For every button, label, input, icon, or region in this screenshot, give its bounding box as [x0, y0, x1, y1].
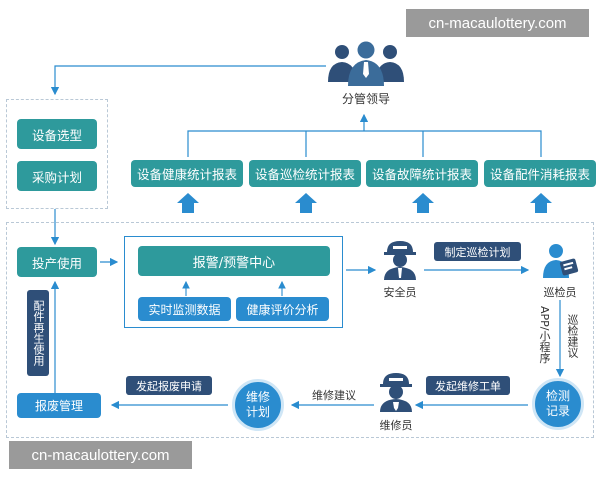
- patrol-advice-label: 巡检建议: [566, 314, 579, 358]
- line-bracket: [187, 130, 542, 157]
- main-region: [6, 222, 594, 438]
- left-top-region: [6, 99, 108, 209]
- production-use-box[interactable]: 投产使用: [17, 247, 97, 277]
- app-label: APP/小程序: [538, 306, 551, 364]
- equipment-select-box[interactable]: 设备选型: [17, 119, 97, 149]
- parts-regen-tag: 配件再生使用: [27, 290, 49, 376]
- inspector-icon: [543, 244, 579, 278]
- leadership-icon: [328, 41, 404, 86]
- inspection-record-circle[interactable]: 检测记录: [532, 378, 584, 430]
- report-arrow-1: [177, 193, 199, 213]
- scrap-apply-tag: 发起报废申请: [126, 376, 212, 395]
- report-health[interactable]: 设备健康统计报表: [131, 160, 243, 187]
- patrol-plan-tag: 制定巡检计划: [434, 242, 521, 261]
- alarm-center-frame: [124, 236, 343, 328]
- repair-plan-circle[interactable]: 维修计划: [232, 379, 284, 431]
- scrap-management-box[interactable]: 报废管理: [17, 393, 101, 418]
- repairer-icon: [380, 373, 412, 412]
- safety-officer-icon: [384, 241, 416, 280]
- inspector-label: 巡检员: [543, 286, 577, 299]
- watermark-top: cn-macaulottery.com: [406, 9, 589, 37]
- repair-plan-label: 维修计划: [245, 390, 270, 419]
- repair-order-tag: 发起维修工单: [426, 376, 510, 395]
- inspection-record-label: 检测记录: [545, 389, 570, 418]
- watermark-bottom: cn-macaulottery.com: [9, 441, 192, 469]
- report-patrol[interactable]: 设备巡检统计报表: [249, 160, 361, 187]
- realtime-monitor-box[interactable]: 实时监测数据: [138, 297, 231, 321]
- report-parts[interactable]: 设备配件消耗报表: [484, 160, 596, 187]
- health-evaluation-box[interactable]: 健康评价分析: [236, 297, 329, 321]
- report-fault[interactable]: 设备故障统计报表: [366, 160, 478, 187]
- report-arrow-4: [530, 193, 552, 213]
- leadership-label: 分管领导: [341, 92, 390, 106]
- alarm-center-title[interactable]: 报警/预警中心: [138, 246, 330, 276]
- safety-officer-label: 安全员: [383, 286, 417, 299]
- purchase-plan-box[interactable]: 采购计划: [17, 161, 97, 191]
- repair-advice-label: 维修建议: [312, 389, 356, 402]
- line-leader-to-left: [50, 65, 326, 96]
- report-arrow-3: [412, 193, 434, 213]
- report-arrow-2: [295, 193, 317, 213]
- repairer-label: 维修员: [379, 419, 413, 432]
